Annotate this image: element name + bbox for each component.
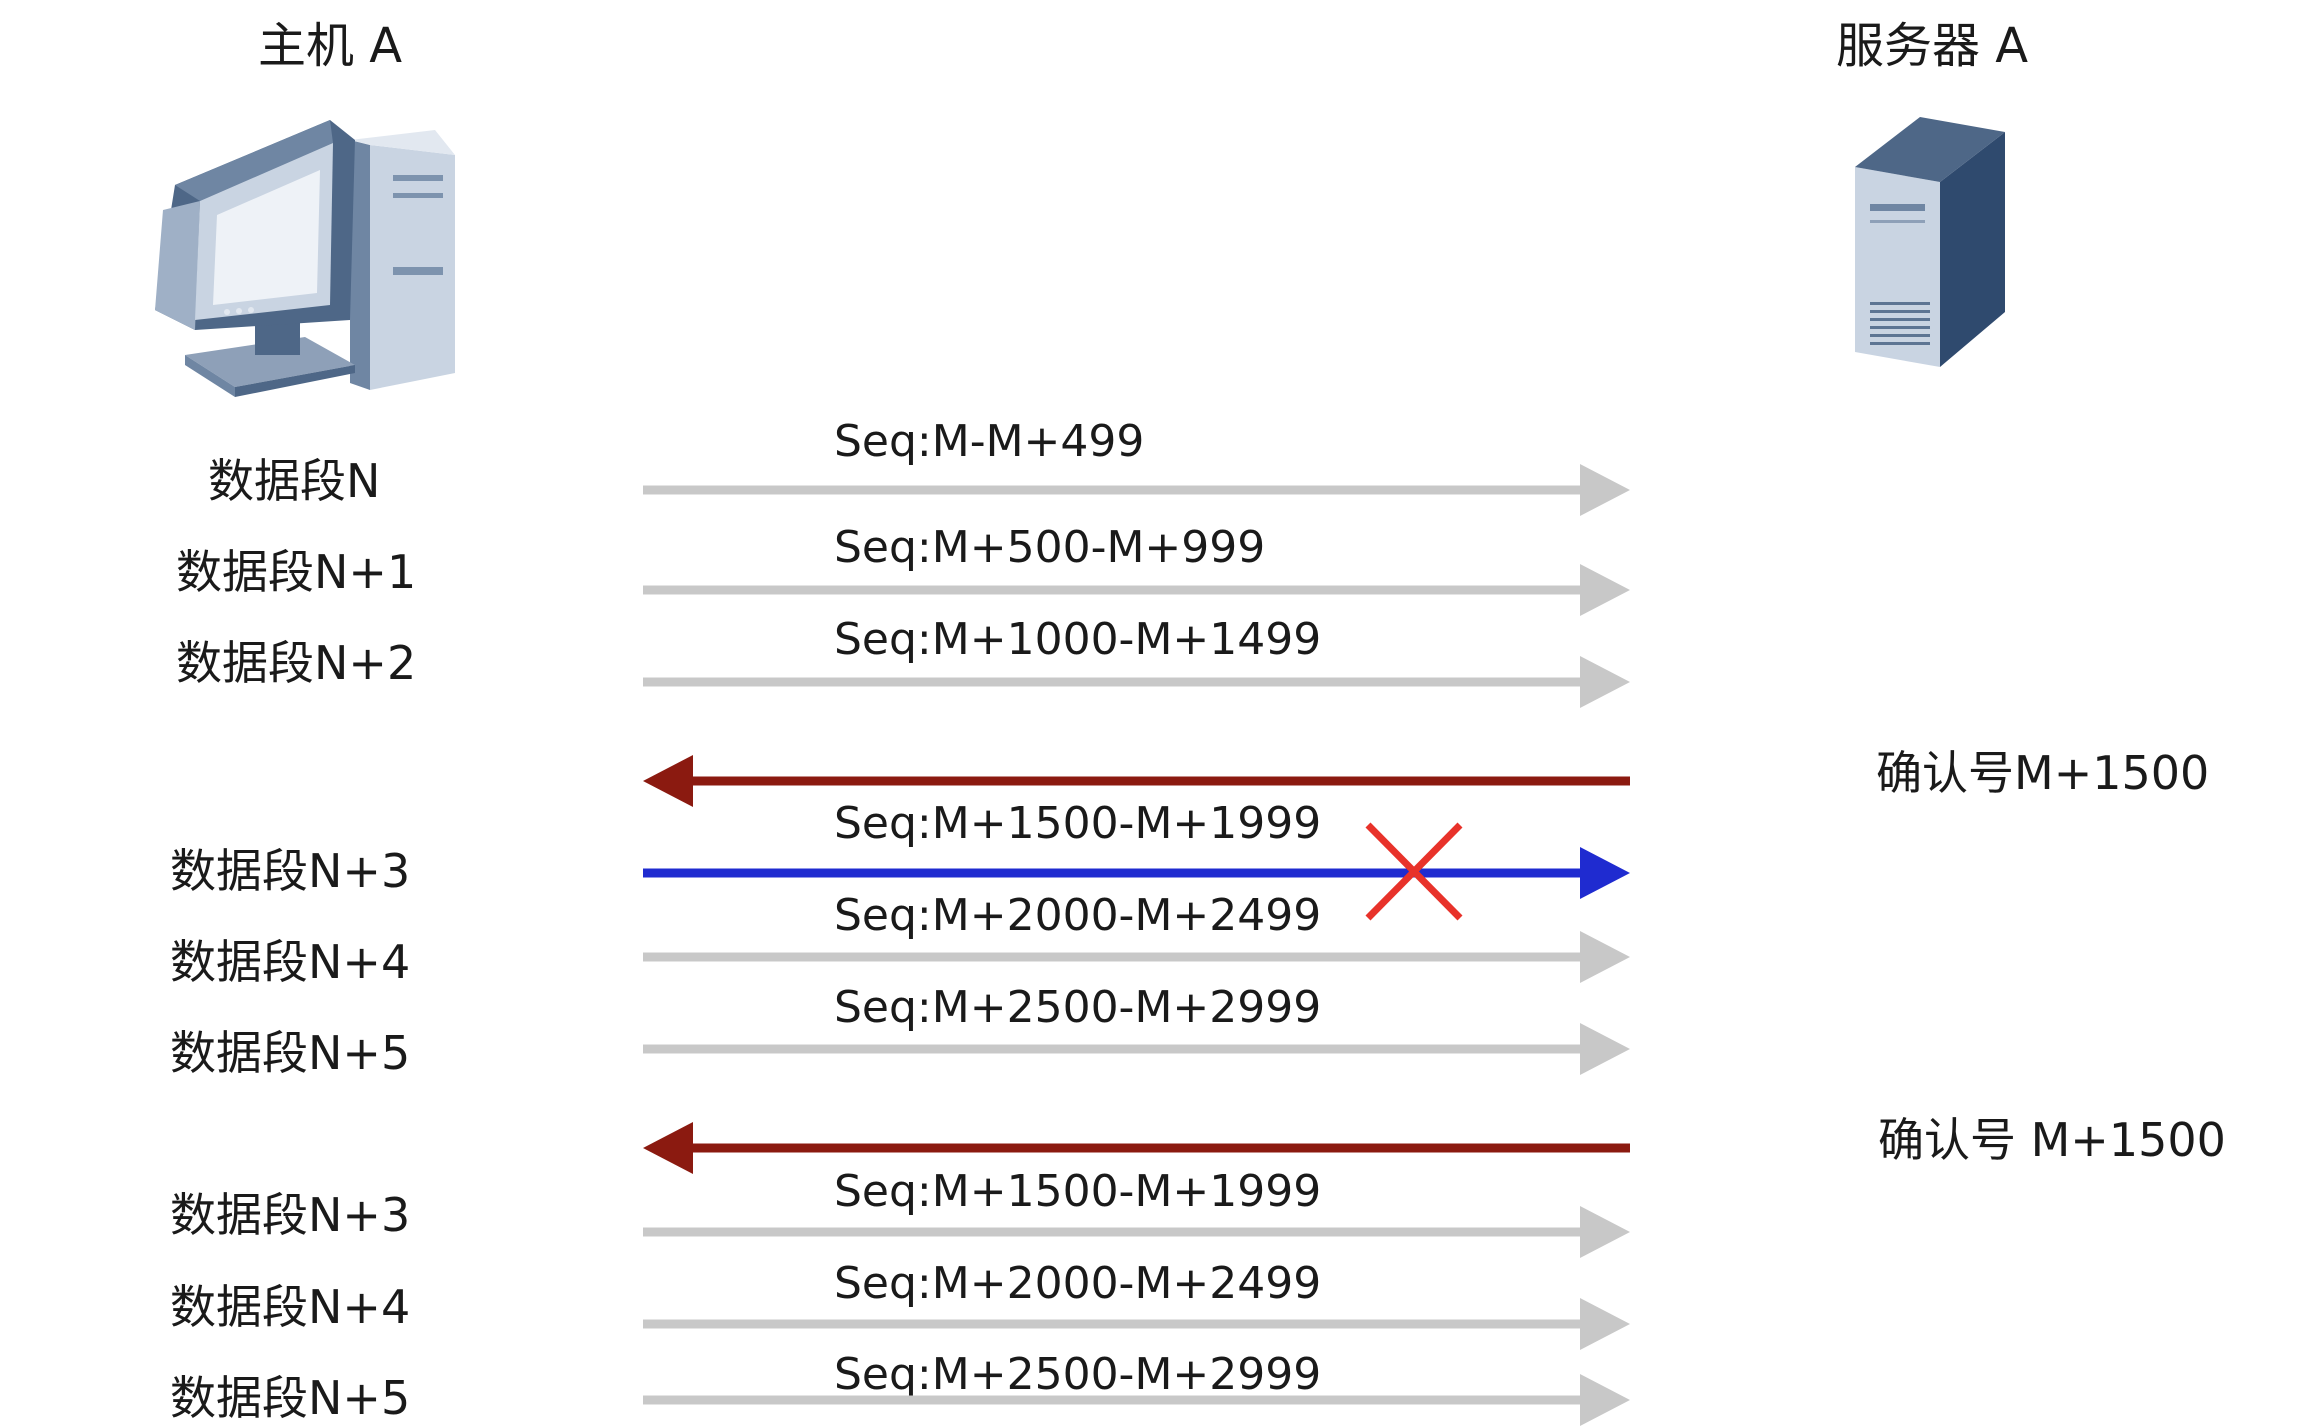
- segment-arrow: [643, 564, 1630, 616]
- segment-label: 数据段N+4: [170, 1280, 411, 1334]
- ack-label: 确认号 M+1500: [1878, 1113, 2226, 1167]
- lost-segment-arrow: [643, 847, 1630, 899]
- segment-label: 数据段N+5: [170, 1026, 411, 1080]
- seq-label: Seq:M+1500-M+1999: [834, 798, 1322, 849]
- seq-label: Seq:M+1000-M+1499: [834, 614, 1322, 665]
- ack-arrow: [643, 1122, 1630, 1174]
- segment-arrow: [643, 464, 1630, 516]
- seq-label: Seq:M+2500-M+2999: [834, 982, 1322, 1033]
- segment-arrow: [643, 1023, 1630, 1075]
- segment-arrow: [643, 1298, 1630, 1350]
- seq-label: Seq:M+1500-M+1999: [834, 1166, 1322, 1217]
- seq-label: Seq:M+500-M+999: [834, 522, 1266, 573]
- segment-label: 数据段N+5: [170, 1371, 411, 1425]
- desktop-computer-icon: [155, 120, 455, 397]
- loss-x-mark: [1365, 822, 1463, 921]
- segment-arrow: [643, 931, 1630, 983]
- host-title: 主机 A: [258, 18, 403, 74]
- ack-label: 确认号M+1500: [1876, 746, 2210, 800]
- segment-label: 数据段N: [208, 454, 381, 508]
- server-title: 服务器 A: [1836, 18, 2029, 74]
- segment-arrow: [643, 1206, 1630, 1258]
- server-tower-icon: [1855, 117, 2005, 367]
- segment-arrow: [643, 656, 1630, 708]
- segment-label: 数据段N+4: [170, 935, 411, 989]
- seq-label: Seq:M+2500-M+2999: [834, 1349, 1322, 1400]
- segment-label: 数据段N+3: [170, 1188, 411, 1242]
- segment-label: 数据段N+2: [176, 636, 417, 690]
- segment-arrow: [643, 1374, 1630, 1426]
- seq-label: Seq:M+2000-M+2499: [834, 1258, 1322, 1309]
- segment-label: 数据段N+3: [170, 844, 411, 898]
- seq-label: Seq:M+2000-M+2499: [834, 890, 1322, 941]
- ack-arrow: [643, 755, 1630, 807]
- segment-label: 数据段N+1: [176, 545, 417, 599]
- seq-label: Seq:M-M+499: [834, 416, 1145, 467]
